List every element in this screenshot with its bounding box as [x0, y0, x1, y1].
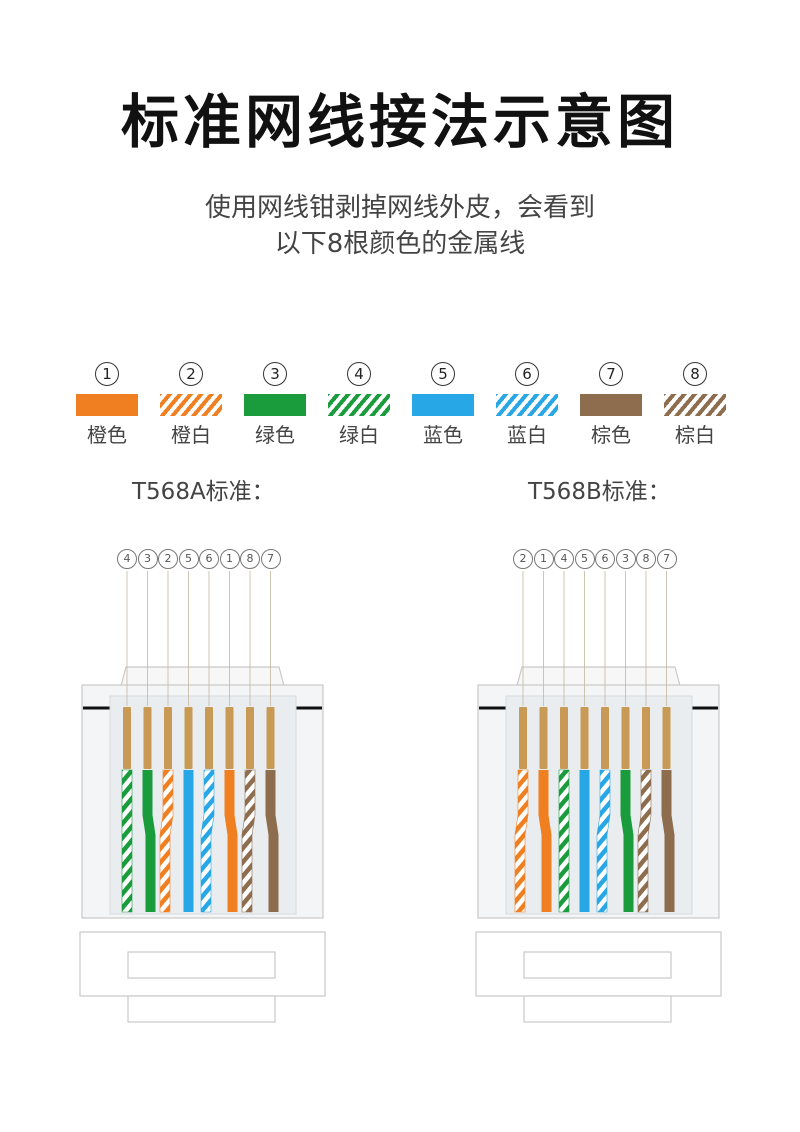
- t568a-label: T568A标准：: [132, 479, 275, 505]
- legend-number: 3: [263, 362, 287, 386]
- legend-number: 5: [431, 362, 455, 386]
- wire-blue: [579, 770, 590, 912]
- wire-green: [142, 770, 156, 912]
- legend-label: 蓝色: [423, 423, 463, 447]
- gold-contact: [519, 707, 527, 769]
- legend-item-1: 1 橙色: [62, 362, 152, 454]
- sequence-number: 3: [615, 549, 636, 569]
- gold-contact: [580, 707, 589, 769]
- sequence-number: 7: [656, 549, 677, 569]
- legend-number: 4: [347, 362, 371, 386]
- legend-item-7: 7 棕色: [566, 362, 656, 454]
- gold-contact: [246, 707, 254, 769]
- legend-swatch: [496, 394, 558, 416]
- wire-green-white: [121, 769, 133, 913]
- sequence-number: 2: [158, 549, 178, 569]
- wire-green-white: [558, 769, 570, 913]
- legend-number: 1: [95, 362, 119, 386]
- wire-orange: [538, 770, 552, 912]
- legend-swatch: [664, 394, 726, 416]
- legend-label: 绿白: [339, 423, 379, 447]
- sequence-number: 7: [260, 549, 281, 569]
- legend-number: 8: [683, 362, 707, 386]
- legend-swatch: [244, 394, 306, 416]
- wire-orange-white: [159, 769, 174, 913]
- legend-number: 7: [599, 362, 623, 386]
- gold-contact: [266, 707, 275, 769]
- gold-contact: [143, 707, 152, 769]
- gold-contact: [601, 707, 609, 769]
- wire-brown-white: [637, 769, 652, 913]
- legend-item-6: 6 蓝白: [482, 362, 572, 454]
- sequence-number: 8: [636, 549, 656, 569]
- gold-contact: [225, 707, 234, 769]
- sequence-number: 3: [137, 549, 158, 569]
- sequence-number: 5: [178, 549, 199, 569]
- gold-contact: [205, 707, 213, 769]
- sequence-number: 4: [554, 549, 574, 569]
- legend-swatch: [412, 394, 474, 416]
- sequence-number: 5: [574, 549, 595, 569]
- wire-blue-white: [596, 769, 611, 913]
- legend-item-4: 4 绿白: [314, 362, 404, 454]
- legend-label: 橙白: [171, 423, 211, 447]
- color-legend: 1 橙色 2 橙白 3 绿色 4 绿白 5 蓝色 6 蓝白 7 棕色 8 棕白: [62, 362, 742, 454]
- connector-slot: [127, 951, 276, 979]
- legend-label: 绿色: [255, 423, 295, 447]
- legend-item-8: 8 棕白: [650, 362, 740, 454]
- wire-blue-white: [200, 769, 215, 913]
- legend-label: 橙色: [87, 423, 127, 447]
- subtitle-line-2: 以下8根颜色的金属线: [274, 229, 526, 259]
- connector-a: [79, 571, 326, 1023]
- legend-number: 2: [179, 362, 203, 386]
- subtitle: 使用网线钳剥掉网线外皮，会看到 以下8根颜色的金属线: [0, 190, 800, 262]
- sequence-number: 6: [199, 549, 219, 569]
- legend-label: 蓝白: [507, 423, 547, 447]
- wire-orange: [224, 770, 238, 912]
- sequence-number: 4: [117, 549, 137, 569]
- connector-b: [475, 571, 722, 1023]
- page-title: 标准网线接法示意图: [120, 88, 679, 156]
- gold-contact: [123, 707, 131, 769]
- legend-label: 棕白: [675, 423, 715, 447]
- sequence-number: 1: [219, 549, 240, 569]
- sequence-number: 8: [240, 549, 260, 569]
- gold-contact: [184, 707, 193, 769]
- sequence-number: 6: [595, 549, 615, 569]
- wire-brown: [265, 770, 279, 912]
- legend-number: 6: [515, 362, 539, 386]
- legend-swatch: [76, 394, 138, 416]
- wire-brown: [661, 770, 675, 912]
- sequence-number: 2: [513, 549, 533, 569]
- gold-contact: [642, 707, 650, 769]
- legend-swatch: [328, 394, 390, 416]
- connector-tail: [523, 995, 672, 1023]
- wire-brown-white: [241, 769, 256, 913]
- legend-swatch: [580, 394, 642, 416]
- legend-swatch: [160, 394, 222, 416]
- legend-item-2: 2 橙白: [146, 362, 236, 454]
- t568b-label: T568B标准：: [528, 479, 671, 505]
- gold-contact: [560, 707, 568, 769]
- gold-contact: [539, 707, 548, 769]
- connector-slot: [523, 951, 672, 979]
- gold-contact: [662, 707, 671, 769]
- legend-item-5: 5 蓝色: [398, 362, 488, 454]
- subtitle-line-1: 使用网线钳剥掉网线外皮，会看到: [204, 193, 595, 223]
- sequence-number: 1: [533, 549, 554, 569]
- wire-green: [620, 770, 634, 912]
- gold-contact: [164, 707, 172, 769]
- wire-orange-white: [514, 769, 529, 913]
- legend-item-3: 3 绿色: [230, 362, 320, 454]
- wire-blue: [183, 770, 194, 912]
- gold-contact: [621, 707, 630, 769]
- connector-tail: [127, 995, 276, 1023]
- legend-label: 棕色: [591, 423, 631, 447]
